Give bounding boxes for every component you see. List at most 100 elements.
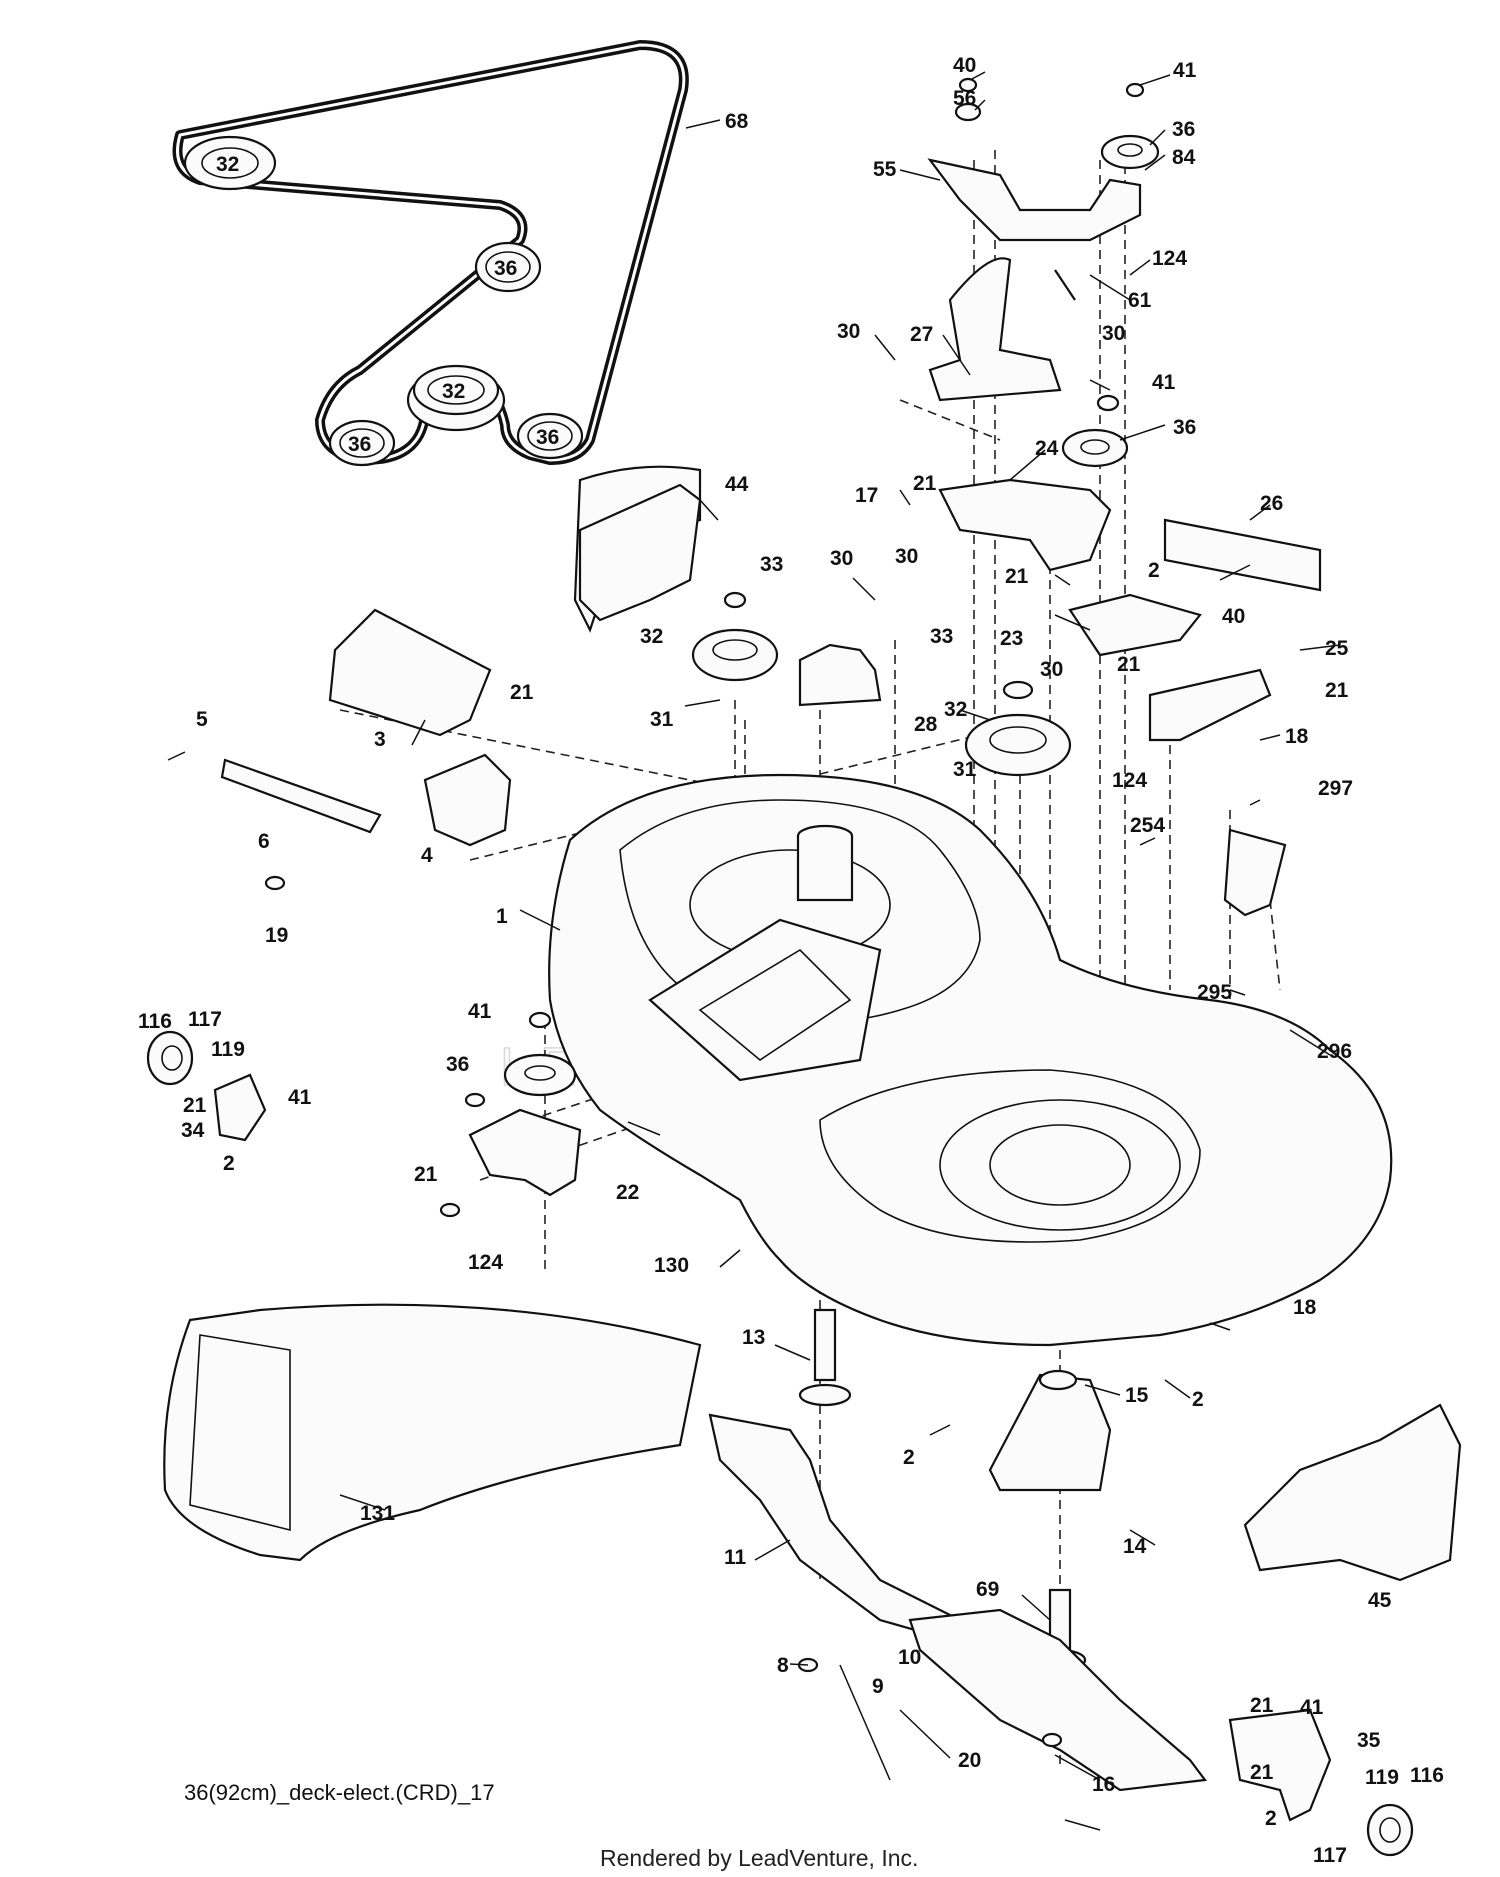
callout-30: 30 [1040, 658, 1063, 681]
callout-21: 21 [183, 1094, 207, 1117]
side-shields [578, 483, 1462, 1582]
callout-2: 2 [1265, 1807, 1277, 1830]
callout-8: 8 [777, 1654, 789, 1677]
callout-56: 56 [953, 87, 976, 110]
callout-33: 33 [930, 625, 953, 648]
callout-11: 11 [724, 1546, 747, 1569]
idler-bracket-mid [938, 394, 1322, 742]
leader-lines [339, 71, 1341, 1831]
discharge-chute [163, 1303, 702, 1562]
callout-21: 21 [1005, 565, 1029, 588]
callout-labels: 40 41 56 36 84 55 124 61 30 27 30 41 36 … [138, 54, 1444, 1867]
callout-69: 69 [976, 1578, 999, 1601]
callout-3: 3 [374, 728, 386, 751]
callout-17: 17 [855, 484, 878, 507]
callout-124: 124 [1152, 247, 1187, 270]
callout-32: 32 [640, 625, 663, 648]
callout-36: 36 [446, 1053, 469, 1076]
callout-68: 68 [725, 110, 749, 133]
callout-36: 36 [1172, 118, 1195, 141]
callout-21: 21 [510, 681, 534, 704]
callout-130: 130 [654, 1254, 689, 1277]
belt-routing-inset: 32 36 32 36 36 [172, 40, 721, 467]
callout-296: 296 [1317, 1040, 1352, 1063]
callout-131: 131 [360, 1502, 395, 1525]
belt-pulley-label: 32 [216, 153, 239, 176]
callout-61: 61 [1128, 289, 1152, 312]
callout-28: 28 [914, 713, 938, 736]
callout-26: 26 [1260, 492, 1283, 515]
belt-pulley: 36 [328, 419, 396, 467]
callout-18: 18 [1285, 725, 1309, 748]
callout-32: 32 [944, 698, 967, 721]
callout-117: 117 [1313, 1844, 1347, 1867]
callout-2: 2 [223, 1152, 235, 1175]
belt-pulley: 32 [406, 364, 506, 432]
callout-24: 24 [1035, 437, 1059, 460]
callout-21: 21 [414, 1163, 438, 1186]
diagram-caption: 36(92cm)_deck-elect.(CRD)_17 [184, 1780, 495, 1805]
callout-19: 19 [265, 924, 288, 947]
callout-41: 41 [1300, 1696, 1324, 1719]
callout-45: 45 [1368, 1589, 1392, 1612]
side-idler-right [1228, 1708, 1414, 1857]
belt-pulley: 36 [474, 241, 542, 293]
callout-18: 18 [1293, 1296, 1317, 1319]
callout-14: 14 [1123, 1535, 1147, 1558]
callout-295: 295 [1197, 981, 1232, 1004]
callout-5: 5 [196, 708, 208, 731]
callout-41: 41 [468, 1000, 492, 1023]
callout-16: 16 [1092, 1773, 1115, 1796]
callout-84: 84 [1172, 146, 1196, 169]
callout-124: 124 [1112, 769, 1147, 792]
callout-1: 1 [496, 905, 508, 928]
lower-left-idler [439, 1011, 582, 1218]
callout-30: 30 [830, 547, 853, 570]
callout-30: 30 [837, 320, 860, 343]
belt-pulley-label: 36 [348, 433, 371, 456]
callout-124: 124 [468, 1251, 503, 1274]
callout-21: 21 [1117, 653, 1141, 676]
belt-pulley-label: 36 [536, 426, 559, 449]
callout-21: 21 [1250, 1761, 1274, 1784]
idler-bracket-upper [927, 77, 1160, 402]
callout-36: 36 [1173, 416, 1196, 439]
callout-21: 21 [1325, 679, 1349, 702]
callout-116: 116 [138, 1010, 172, 1033]
callout-21: 21 [913, 472, 937, 495]
callout-2: 2 [1192, 1388, 1204, 1411]
callout-21: 21 [1250, 1694, 1274, 1717]
callout-55: 55 [873, 158, 897, 181]
callout-10: 10 [898, 1646, 921, 1669]
callout-2: 2 [1148, 559, 1160, 582]
callout-40: 40 [1222, 605, 1245, 628]
callout-22: 22 [616, 1181, 639, 1204]
callout-31: 31 [650, 708, 674, 731]
belt-pulley-label: 32 [442, 380, 465, 403]
callout-6: 6 [258, 830, 270, 853]
callout-41: 41 [1173, 59, 1197, 82]
footer-credit: Rendered by LeadVenture, Inc. [600, 1845, 918, 1871]
callout-35: 35 [1357, 1729, 1381, 1752]
callout-20: 20 [958, 1749, 981, 1772]
callout-30: 30 [895, 545, 918, 568]
belt-pulley-label: 36 [494, 257, 517, 280]
callout-116: 116 [1410, 1764, 1444, 1787]
callout-117: 117 [188, 1008, 222, 1031]
callout-23: 23 [1000, 627, 1023, 650]
callout-297: 297 [1318, 777, 1353, 800]
mower-deck [548, 773, 1393, 1347]
callout-119: 119 [1365, 1766, 1399, 1789]
callout-15: 15 [1125, 1384, 1149, 1407]
callout-25: 25 [1325, 637, 1349, 660]
callout-27: 27 [910, 323, 933, 346]
belt-pulley: 32 [183, 135, 277, 191]
callout-2: 2 [903, 1446, 915, 1469]
callout-254: 254 [1130, 814, 1165, 837]
callout-41: 41 [1152, 371, 1176, 394]
callout-13: 13 [742, 1326, 765, 1349]
callout-119: 119 [211, 1038, 245, 1061]
callout-9: 9 [872, 1675, 884, 1698]
side-idler-left [146, 1030, 267, 1142]
callout-33: 33 [760, 553, 783, 576]
